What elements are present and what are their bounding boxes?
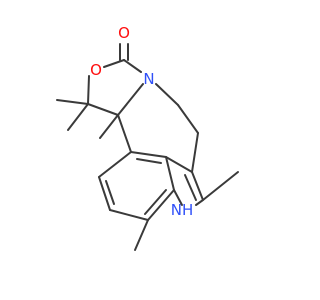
bond [173,189,183,206]
bond [123,59,142,73]
bond [130,151,167,158]
bond [165,156,193,173]
bond [202,171,239,201]
bond [117,114,132,153]
atom-labels: O O N NH [90,24,193,219]
bond [87,103,119,116]
bond [144,189,167,215]
bond [191,132,199,173]
bond [136,158,162,164]
structure-canvas: O O N NH [56,24,239,251]
bond [177,104,199,134]
ring-oxygen-label: O [90,61,102,79]
nitrogen-label: N [143,70,154,88]
bond [147,189,175,221]
bond [103,59,125,68]
bond [109,209,149,221]
bond [98,176,111,211]
bond [184,174,197,201]
bond [155,83,179,106]
bond [56,99,89,105]
bond [98,151,132,178]
bond [134,219,149,251]
bond-lines [56,43,239,251]
bond [105,180,115,205]
bond [99,114,119,139]
bond [195,199,204,206]
bond [87,75,90,105]
bond [67,103,89,131]
bond [165,156,175,191]
bond [117,83,144,116]
bond [191,171,204,201]
indole-nh-label: NH [171,201,194,219]
carbonyl-oxygen-label: O [118,24,130,42]
molecule-diagram: O O N NH [56,24,239,251]
